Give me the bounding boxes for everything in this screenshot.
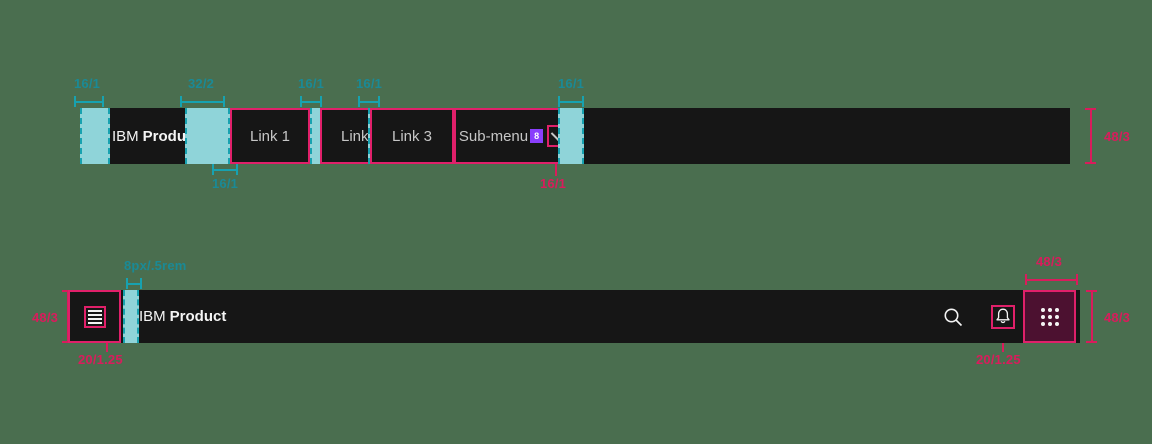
annotation-bar2-height-left: 48/3 xyxy=(32,310,59,325)
measure-bar1-left-pad xyxy=(74,96,104,107)
annotation-bar1-chevron-pad: 16/1 xyxy=(540,176,567,191)
annotation-bar2-menu-icon-size: 20/1.25 xyxy=(78,352,123,367)
measure-bar1-height xyxy=(1085,108,1096,164)
annotation-bar1-left-pad: 16/1 xyxy=(74,76,101,91)
annotation-bar1-link-gap-1: 16/1 xyxy=(298,76,325,91)
brand-prefix-mobile: IBM xyxy=(139,308,166,325)
spacer-right-gap xyxy=(558,108,584,164)
annotation-bar1-brand-gap: 32/2 xyxy=(188,76,215,91)
measure-bar2-brand-gap xyxy=(126,278,142,289)
ui-shell-header-mobile: IBM Product xyxy=(68,290,1080,343)
app-switcher-grid-icon xyxy=(1040,307,1059,326)
annotation-bar2-height-right: 48/3 xyxy=(1104,310,1131,325)
hamburger-menu-button[interactable] xyxy=(68,290,121,343)
annotation-bar1-height: 48/3 xyxy=(1104,129,1131,144)
annotation-bar2-grid-width: 48/3 xyxy=(1036,254,1063,269)
nav-link-3-label: Link 3 xyxy=(391,127,433,145)
annotation-bar2-bell-icon-size: 20/1.25 xyxy=(976,352,1021,367)
search-button[interactable] xyxy=(926,290,979,343)
annotation-bar2-brand-gap: 8px/.5rem xyxy=(124,258,187,273)
search-icon xyxy=(944,308,962,326)
measure-bar1-brand-gap xyxy=(180,96,225,107)
annotation-bar1-brand-bottom: 16/1 xyxy=(212,176,239,191)
ui-shell-header-desktop: IBM Product Link 1 Link 2 Link 3 Sub-men… xyxy=(80,108,1070,164)
brand-prefix: IBM xyxy=(112,127,139,145)
nav-link-1[interactable]: Link 1 xyxy=(230,108,310,164)
annotation-bar1-right-gap: 16/1 xyxy=(558,76,585,91)
notification-bell-icon xyxy=(995,308,1010,324)
measure-bar1-link-gap-2 xyxy=(358,96,380,107)
measure-bar2-grid-width xyxy=(1025,274,1078,285)
hamburger-menu-icon xyxy=(83,305,106,328)
brand-label-mobile[interactable]: IBM Product xyxy=(139,290,226,343)
nav-link-3[interactable]: Link 3 xyxy=(370,108,454,164)
brand-name-mobile: Product xyxy=(169,308,227,325)
nav-submenu[interactable]: Sub-menu 8 xyxy=(454,108,574,164)
spacer-left-pad xyxy=(80,108,110,164)
nav-link-1-label: Link 1 xyxy=(249,127,291,145)
bell-highlight-box xyxy=(990,304,1015,329)
measure-bar1-link-gap-1 xyxy=(300,96,322,107)
spacer-bar2-brand-gap xyxy=(123,290,139,343)
app-switcher-button[interactable] xyxy=(1023,290,1076,343)
nav-submenu-badge: 8 xyxy=(530,129,544,143)
nav-submenu-label: Sub-menu xyxy=(458,127,529,145)
annotation-bar1-link-gap-2: 16/1 xyxy=(356,76,383,91)
measure-bar1-right-gap xyxy=(558,96,584,107)
spacer-brand-gap xyxy=(185,108,230,164)
measure-bar2-height-right xyxy=(1086,290,1097,343)
notifications-button[interactable] xyxy=(976,290,1029,343)
measure-bar1-brand-bottom xyxy=(212,164,238,175)
